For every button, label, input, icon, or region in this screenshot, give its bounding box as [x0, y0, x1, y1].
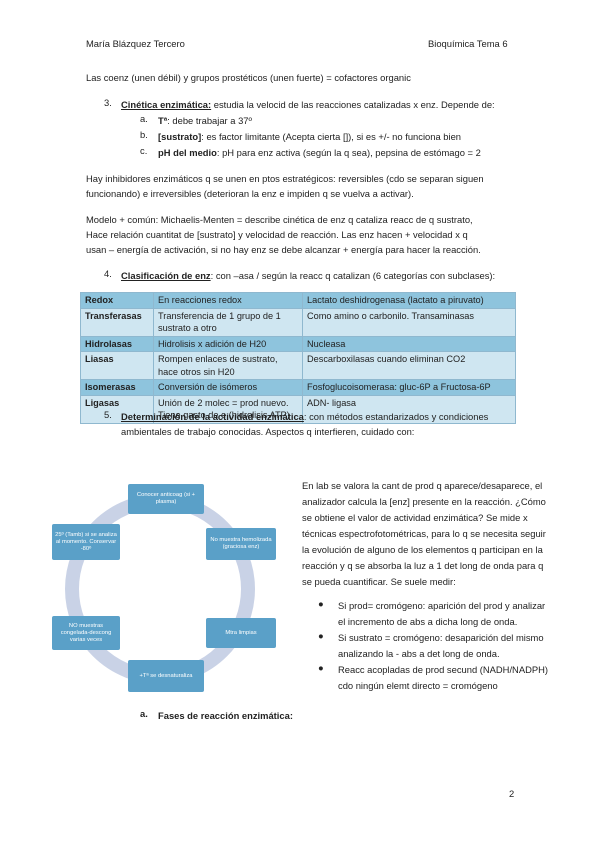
- table-cell: Rompen enlaces de sustrato, hace otros s…: [153, 351, 303, 380]
- section4-text: : con –asa / según la reacc q catalizan …: [210, 270, 496, 281]
- enzyme-classification-table: Redox En reacciones redox Lactato deshid…: [80, 292, 516, 424]
- header-subject: Bioquímica Tema 6: [428, 38, 508, 49]
- table-cell: Nucleasa: [302, 335, 516, 352]
- para2-line: Hace relación cuantitat de [sustrato] y …: [86, 229, 468, 240]
- section5-line2: ambientales de trabajo conocidas. Aspect…: [121, 426, 415, 437]
- cycle-step: Conocer anticoag (si + plasma): [128, 484, 204, 514]
- table-cell: Transferencia de 1 grupo de 1 sustrato a…: [153, 307, 303, 337]
- section5-number: 5.: [104, 409, 112, 420]
- right-text-line: la evolución de alguno de los elementos …: [302, 544, 543, 555]
- section4-number: 4.: [104, 268, 112, 279]
- section4-heading: Clasificación de enz: con –asa / según l…: [121, 268, 495, 283]
- cycle-step: NO muestras congelada-descong varias vec…: [52, 616, 120, 650]
- section5-title: Determinación de la actividad enzimática: [121, 411, 304, 422]
- section5-text: : con métodos estandarizados y condicion…: [303, 411, 489, 422]
- section3-title: Cinética enzimática:: [121, 99, 212, 110]
- table-cell: Como amino o carbonilo. Transaminasas: [302, 307, 516, 337]
- right-text-line: se obtiene el valor de actividad enzimát…: [302, 512, 528, 523]
- table-cell: Fosfoglucoisomerasa: gluc-6P a Fructosa-…: [302, 379, 516, 396]
- section3-text: estudia la velocid de las reacciones cat…: [211, 99, 495, 110]
- table-cell: Conversión de isómeros: [153, 379, 303, 396]
- right-text-line: analizador calcula la [enz] presente en …: [302, 496, 546, 507]
- bullet-line: analizando la - abs a det long de onda.: [338, 648, 500, 659]
- section5-heading: Determinación de la actividad enzimática…: [121, 409, 488, 424]
- table-cell: Transferasas: [80, 307, 154, 337]
- bullet-icon: ●: [318, 662, 324, 673]
- list-marker: b.: [140, 129, 148, 140]
- list-marker: c.: [140, 145, 148, 156]
- page-number: 2: [509, 788, 515, 799]
- section3-heading: Cinética enzimática: estudia la velocid …: [121, 97, 495, 112]
- table-cell: En reacciones redox: [153, 292, 303, 309]
- subsection-title: Fases de reacción enzimática:: [158, 710, 293, 721]
- subsection-marker: a.: [140, 708, 148, 719]
- cycle-step: No muestra hemolizada (graciosa enz): [206, 528, 276, 560]
- header-author: María Blázquez Tercero: [86, 38, 185, 49]
- list-item-ph: pH del medio: pH para enz activa (según …: [158, 147, 481, 158]
- section3-number: 3.: [104, 97, 112, 108]
- right-text-line: técnicas espectrofotométricas, para lo q…: [302, 528, 546, 539]
- table-row: Ligasas Unión de 2 molec = prod nuevo. T…: [80, 394, 516, 424]
- table-cell: Lactato deshidrogenasa (lactato a piruva…: [302, 292, 516, 309]
- intro-line: Las coenz (unen débil) y grupos prostéti…: [86, 72, 411, 83]
- table-cell: Hidrolisis x adición de H20: [153, 335, 303, 352]
- right-text-line: reacción y q se absorba la luz a 1 det l…: [302, 560, 544, 571]
- table-cell: Redox: [80, 292, 154, 309]
- bullet-icon: ●: [318, 630, 324, 641]
- table-cell: Isomerasas: [80, 379, 154, 396]
- bullet-line: Si sustrato = cromógeno: desaparición de…: [338, 632, 544, 643]
- list-item-substrate: [sustrato]: es factor limitante (Acepta …: [158, 131, 461, 142]
- table-row: Isomerasas Conversión de isómeros Fosfog…: [80, 379, 516, 396]
- bullet-icon: ●: [318, 598, 324, 609]
- list-marker: a.: [140, 113, 148, 124]
- cycle-step: 25º (Tamb) si se analiza al momento. Con…: [52, 524, 120, 560]
- bullet-line: cdo ningún elemt directo = cromógeno: [338, 680, 498, 691]
- section4-title: Clasificación de enz: [121, 270, 211, 281]
- right-text-line: se pueda cuantificar. Se suele medir:: [302, 576, 456, 587]
- table-row: Transferasas Transferencia de 1 grupo de…: [80, 307, 516, 337]
- para2-line: usan – energía de activación, si no hay …: [86, 244, 481, 255]
- bullet-line: Si prod= cromógeno: aparición del prod y…: [338, 600, 546, 611]
- right-text-line: En lab se valora la cant de prod q apare…: [302, 480, 543, 491]
- para1-line: Hay inhibidores enzimáticos q se unen en…: [86, 173, 484, 184]
- table-row: Liasas Rompen enlaces de sustrato, hace …: [80, 351, 516, 380]
- para1-line: funcionando) e irreversibles (deterioran…: [86, 188, 414, 199]
- cycle-step: Mtra limpias: [206, 618, 276, 648]
- table-cell: Liasas: [80, 351, 154, 380]
- table-row: Hidrolasas Hidrolisis x adición de H20 N…: [80, 335, 516, 352]
- cycle-step: +Tª se desnaturaliza: [128, 660, 204, 692]
- bullet-line: Reacc acopladas de prod secund (NADH/NAD…: [338, 664, 548, 675]
- list-item-temperature: Tª: debe trabajar a 37º: [158, 115, 252, 126]
- table-cell: ADN- ligasa: [302, 394, 516, 424]
- table-cell: Descarboxilasas cuando eliminan CO2: [302, 351, 516, 380]
- table-cell: Ligasas: [80, 394, 154, 424]
- table-cell: Hidrolasas: [80, 335, 154, 352]
- table-row: Redox En reacciones redox Lactato deshid…: [80, 292, 516, 309]
- bullet-line: el incremento de abs a dicha long de ond…: [338, 616, 518, 627]
- para2-line: Modelo + común: Michaelis-Menten = descr…: [86, 214, 473, 225]
